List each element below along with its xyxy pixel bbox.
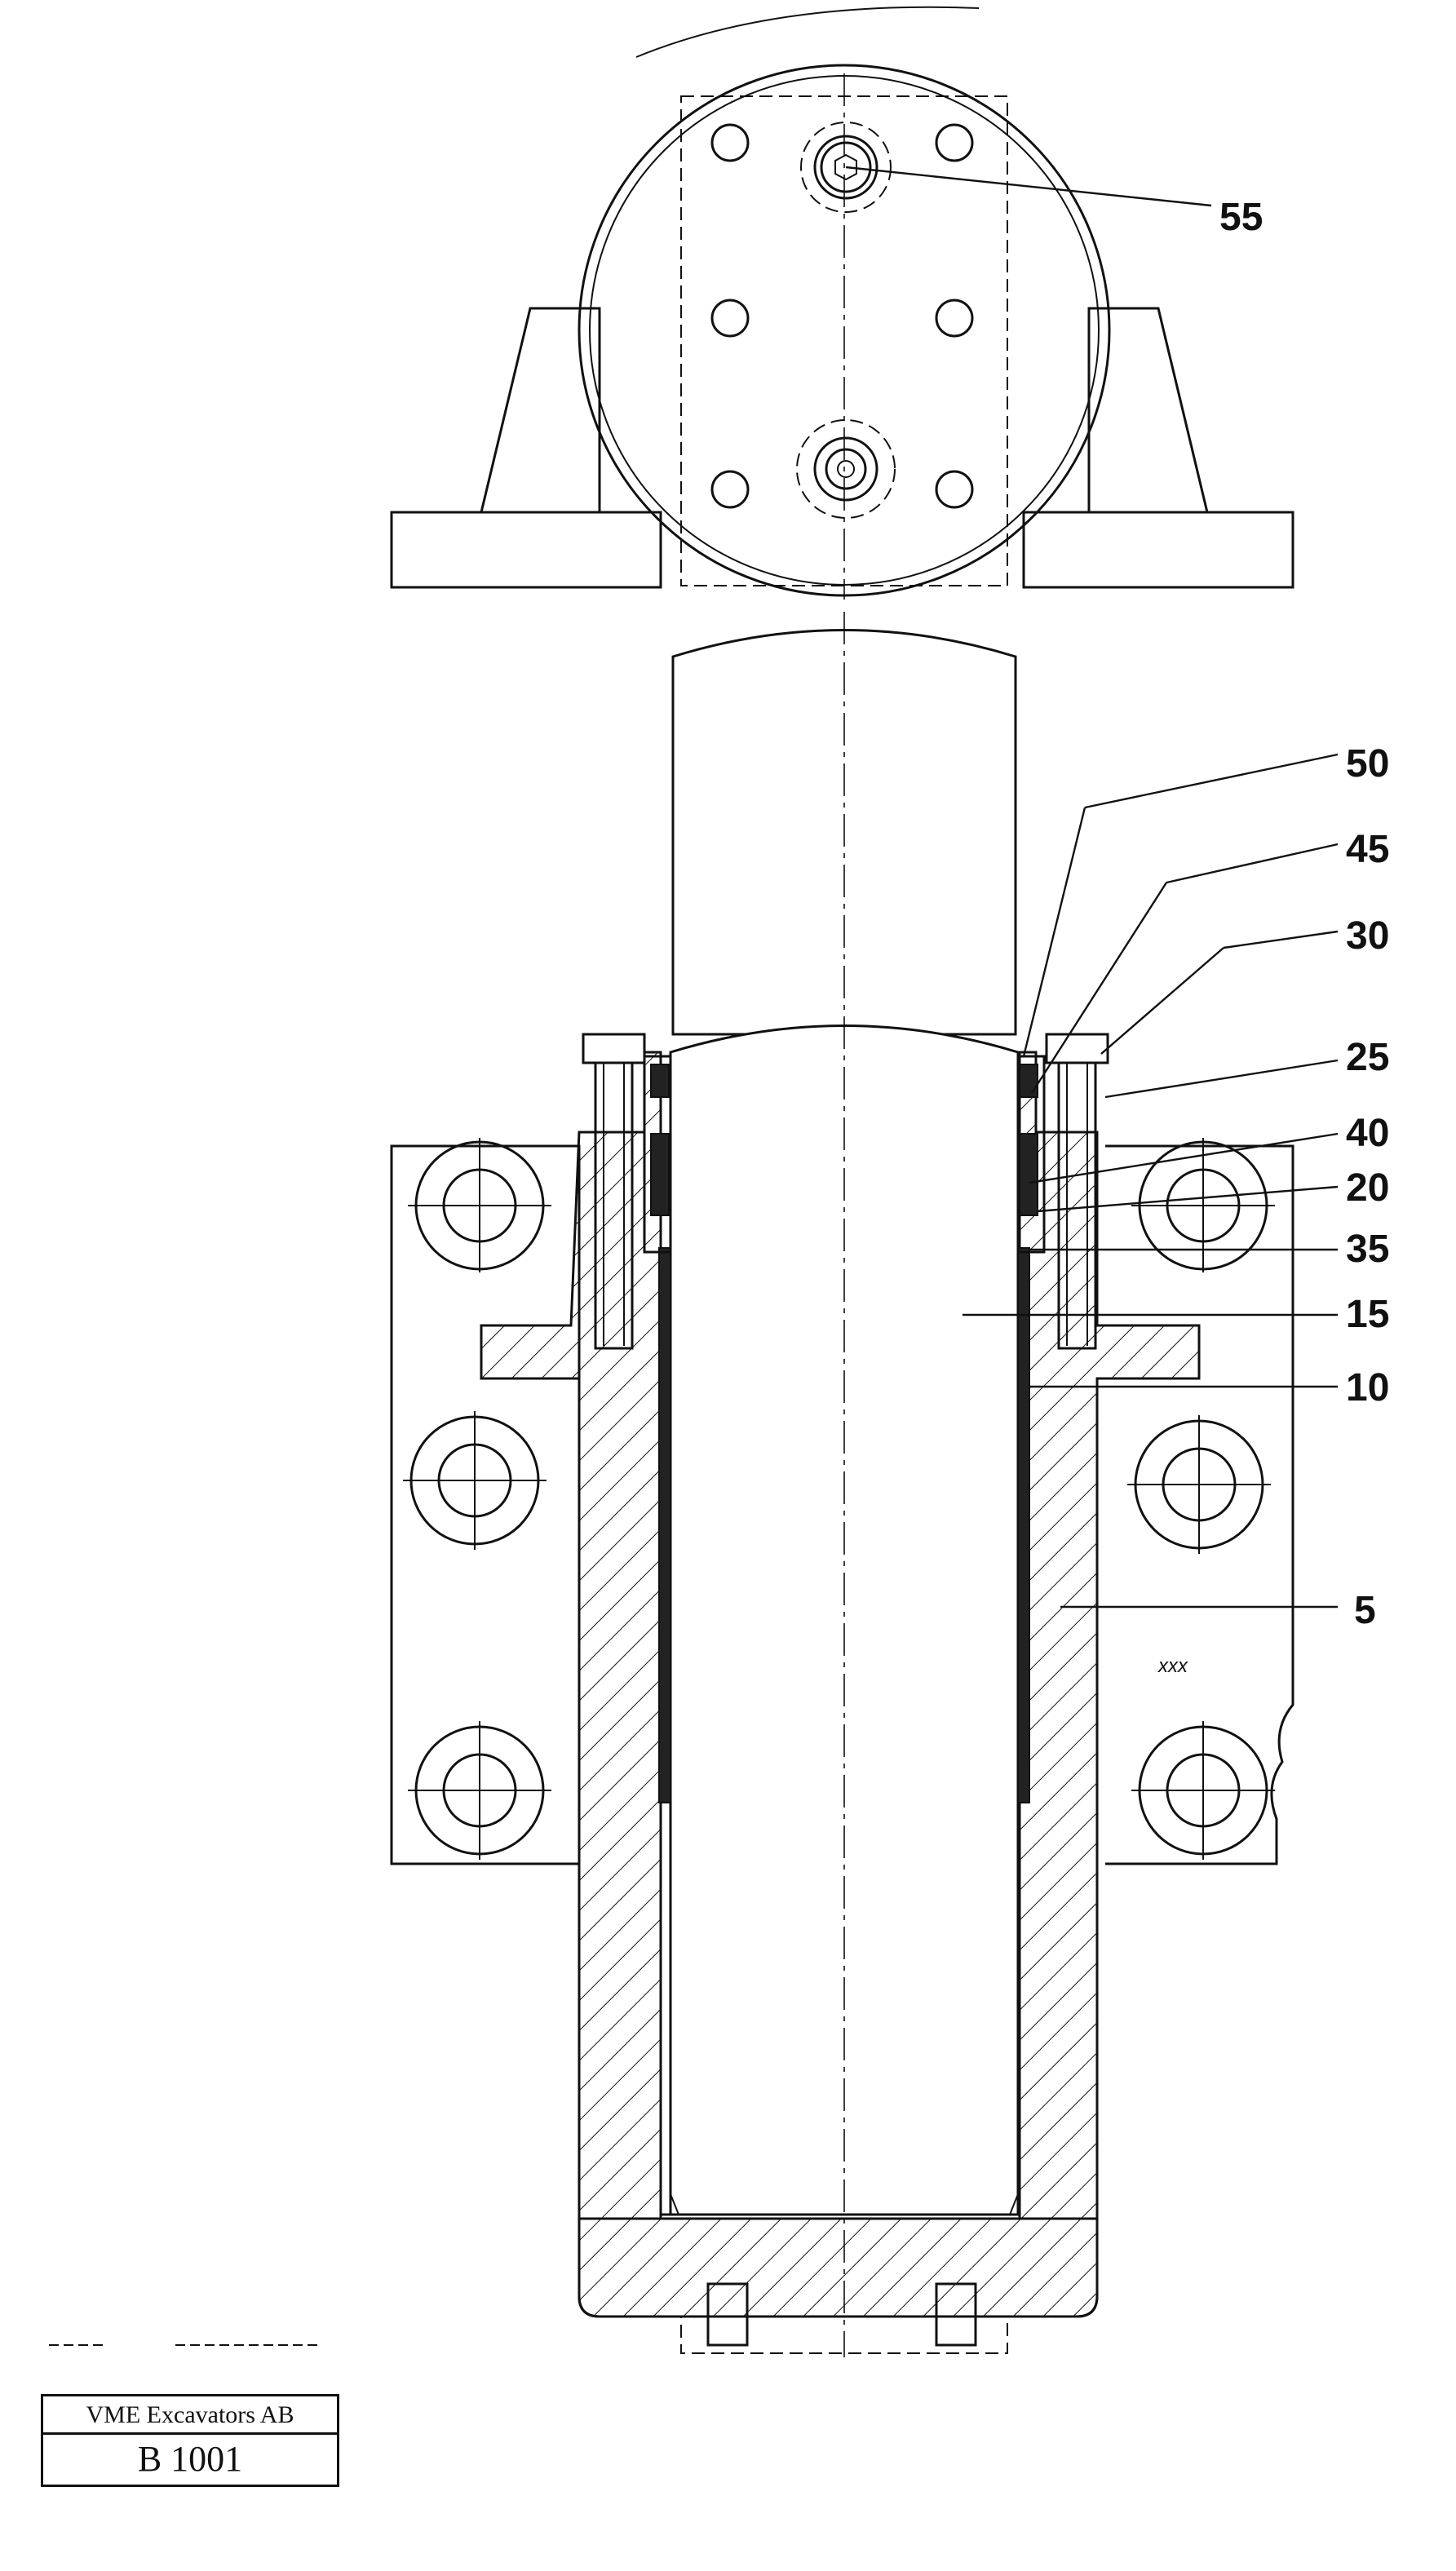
- bolt-holes: [710, 123, 974, 509]
- callout-15: 15: [1346, 1293, 1389, 1336]
- right-foot: [1022, 511, 1294, 589]
- callout-labels: 55 50 45 30 25 40 20 35 15 10 5 xxx: [1157, 196, 1389, 1677]
- grease-nipple-55: [800, 122, 892, 213]
- cap-bolt-left: [582, 1033, 646, 1350]
- mount-plate-right: [1105, 1144, 1294, 1865]
- leader-lines: [845, 166, 1339, 1609]
- top-end-view: [390, 6, 1294, 600]
- callout-45: 45: [1346, 828, 1389, 871]
- housing-right-wall: [1018, 1051, 1201, 2220]
- callout-30: 30: [1346, 914, 1389, 958]
- bushing-right: [1017, 1247, 1030, 1803]
- wiper-left: [650, 1064, 670, 1098]
- callout-25: 25: [1346, 1036, 1389, 1079]
- left-bracket: [480, 307, 601, 514]
- wiper-right: [1019, 1064, 1038, 1098]
- bottom-hole-right: [935, 2282, 977, 2347]
- mount-bolts: [403, 1138, 1275, 1860]
- bushing-left: [658, 1247, 671, 1803]
- right-bracket: [1087, 307, 1209, 514]
- callout-5: 5: [1354, 1589, 1376, 1632]
- gland-left: [643, 1055, 672, 1254]
- title-block-company: VME Excavators AB: [43, 2396, 337, 2435]
- edge-arc: [635, 6, 980, 58]
- lower-fitting: [796, 419, 896, 519]
- housing-bottom: [578, 2217, 1099, 2318]
- side-section-view: [49, 612, 1294, 2357]
- callout-35: 35: [1346, 1228, 1389, 1271]
- gland-right: [1016, 1055, 1046, 1254]
- piston-rod-upper: [671, 629, 1017, 1036]
- callout-50: 50: [1346, 742, 1389, 785]
- title-block-code: B 1001: [137, 2439, 243, 2479]
- callout-20: 20: [1346, 1166, 1389, 1210]
- piston-rod-inside: [669, 1024, 1020, 2216]
- seal-right: [1019, 1133, 1038, 1216]
- callout-40: 40: [1346, 1112, 1389, 1155]
- seal-left: [650, 1133, 670, 1216]
- callout-10: 10: [1346, 1366, 1389, 1409]
- title-block: VME Excavators AB B 1001: [41, 2394, 339, 2487]
- left-foot: [390, 511, 662, 589]
- hidden-stub: [680, 2316, 1008, 2354]
- bottom-hole-left: [706, 2282, 749, 2347]
- annotation-xxx: xxx: [1157, 1655, 1188, 1677]
- cap-bolt-right: [1045, 1033, 1109, 1350]
- callout-55: 55: [1219, 196, 1263, 239]
